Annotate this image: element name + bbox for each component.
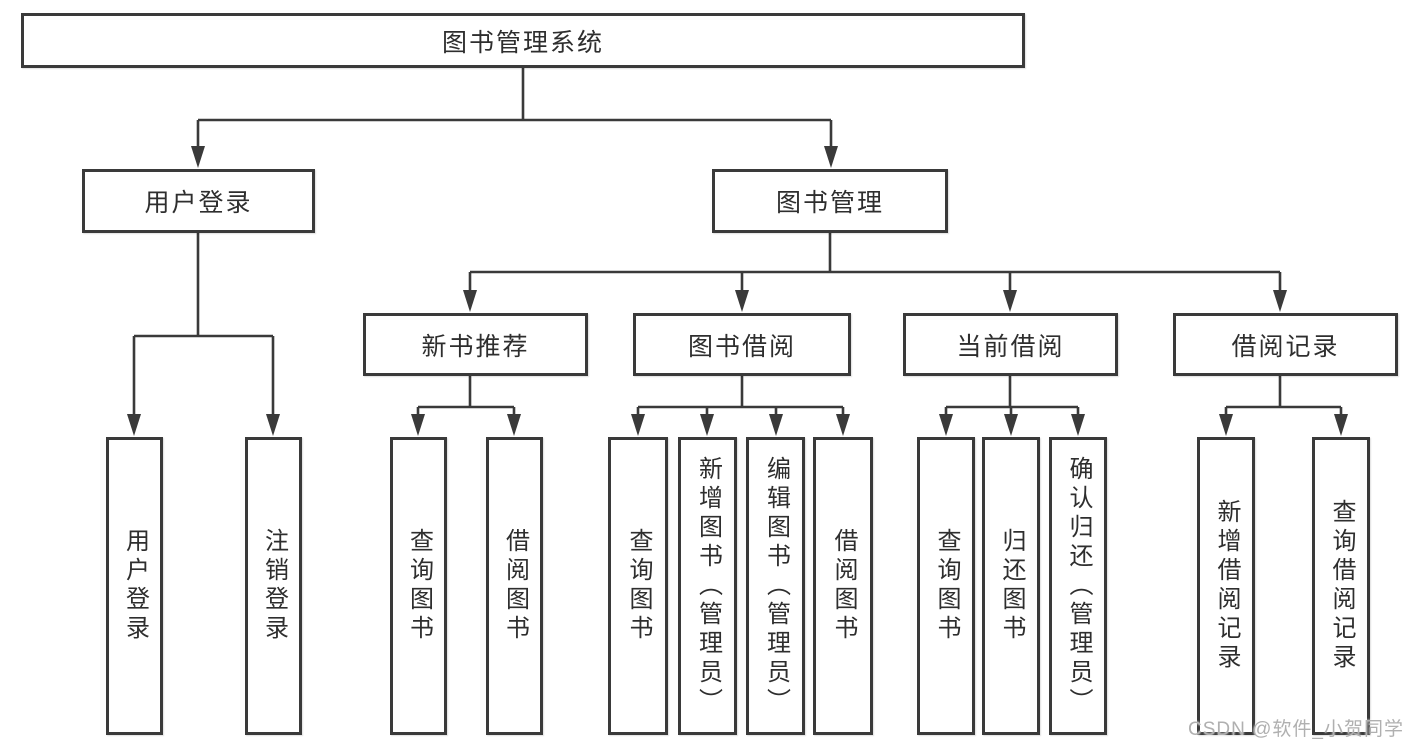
leaf-confirm-return-admin: 确认归还（管理员）: [1049, 437, 1107, 735]
leaf-logout: 注销登录: [245, 437, 302, 735]
node-new-book-recommendation-label: 新书推荐: [421, 332, 530, 361]
leaf-add-borrow-record-label: 新增借阅记录: [1213, 499, 1240, 673]
node-book-borrowing: 图书借阅: [633, 313, 851, 376]
arrowheads: [127, 146, 1348, 436]
node-current-borrowing: 当前借阅: [903, 313, 1118, 376]
leaf-query-books-current: 查询图书: [917, 437, 975, 735]
node-borrowing-records: 借阅记录: [1173, 313, 1398, 376]
leaf-query-books-recommend-label: 查询图书: [405, 528, 433, 644]
connector-root-to-level2: [196, 68, 833, 147]
connector-current-borrow-to-leaves: [944, 376, 1080, 415]
node-current-borrowing-label: 当前借阅: [956, 332, 1065, 361]
watermark: CSDN @软件_小贺同学: [1188, 719, 1404, 740]
node-library-system: 图书管理系统: [21, 13, 1025, 68]
connector-book-management-to-level3: [468, 232, 1282, 291]
leaf-query-books-recommend: 查询图书: [390, 437, 447, 735]
leaf-query-books-borrow: 查询图书: [608, 437, 668, 735]
node-book-borrowing-label: 图书借阅: [687, 332, 796, 361]
leaf-edit-book-admin-label: 编辑图书（管理员）: [762, 455, 790, 717]
leaf-user-login: 用户登录: [106, 437, 163, 735]
leaf-return-book-label: 归还图书: [998, 528, 1025, 644]
node-book-management-label: 图书管理: [775, 189, 884, 217]
connector-new-book-to-leaves: [416, 376, 516, 415]
leaf-query-books-borrow-label: 查询图书: [625, 528, 652, 644]
node-borrowing-records-label: 借阅记录: [1231, 332, 1340, 361]
leaf-add-book-admin: 新增图书（管理员）: [678, 437, 737, 735]
leaf-add-borrow-record: 新增借阅记录: [1197, 437, 1255, 735]
node-user-login: 用户登录: [82, 169, 315, 233]
leaf-borrow-books-recommend-label: 借阅图书: [501, 528, 529, 644]
leaf-query-borrow-record-label: 查询借阅记录: [1328, 499, 1355, 673]
leaf-user-login-label: 用户登录: [121, 528, 149, 644]
node-user-login-label: 用户登录: [144, 189, 253, 217]
leaf-add-book-admin-label: 新增图书（管理员）: [694, 455, 722, 717]
leaf-confirm-return-admin-label: 确认归还（管理员）: [1065, 455, 1092, 717]
leaf-query-borrow-record: 查询借阅记录: [1312, 437, 1370, 735]
leaf-return-book: 归还图书: [982, 437, 1040, 735]
leaf-borrow-books-recommend: 借阅图书: [486, 437, 543, 735]
node-library-system-label: 图书管理系统: [441, 28, 604, 57]
connector-book-borrow-to-leaves: [636, 376, 845, 415]
leaf-query-books-current-label: 查询图书: [933, 528, 960, 644]
leaf-borrow-books-borrow-label: 借阅图书: [830, 528, 857, 644]
leaf-edit-book-admin: 编辑图书（管理员）: [746, 437, 805, 735]
connector-borrow-records-to-leaves: [1224, 376, 1343, 415]
leaf-logout-label: 注销登录: [260, 528, 288, 644]
node-book-management: 图书管理: [712, 169, 948, 233]
connector-user-login-to-leaves: [132, 232, 275, 415]
leaf-borrow-books-borrow: 借阅图书: [813, 437, 873, 735]
node-new-book-recommendation: 新书推荐: [363, 313, 588, 376]
